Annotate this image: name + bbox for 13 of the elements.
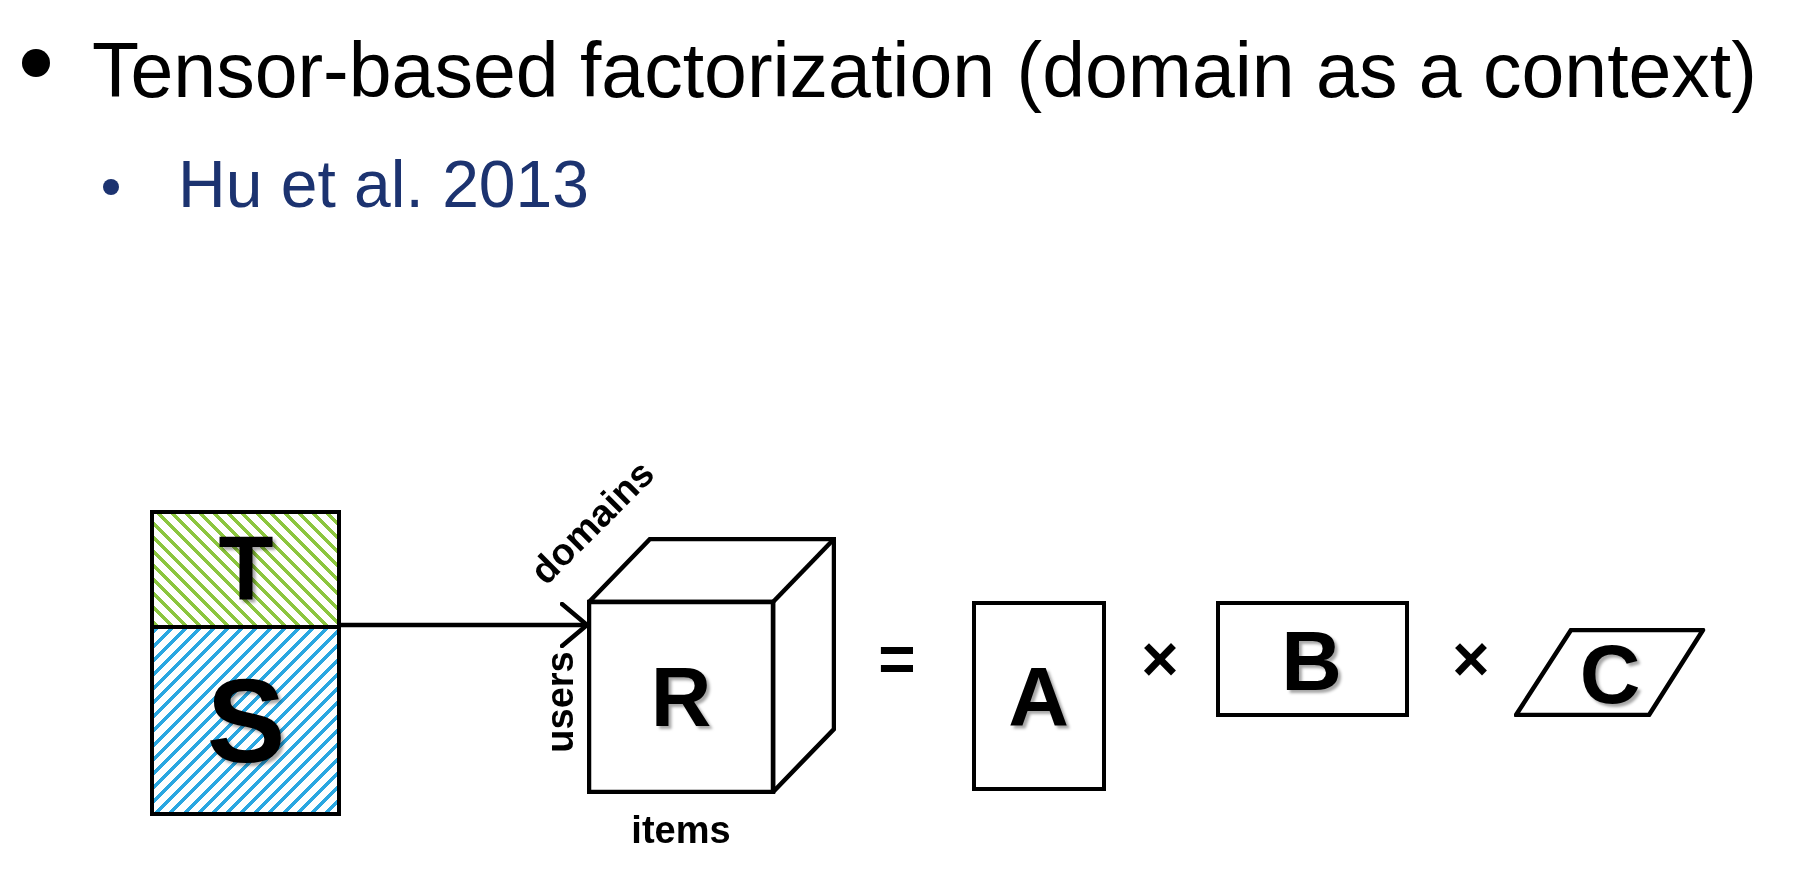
matrix-label: C	[1579, 632, 1641, 716]
factor-matrix	[1216, 601, 1409, 717]
axis-label: users	[541, 651, 579, 753]
tensor-label: R	[650, 655, 712, 739]
axis-label: items	[631, 811, 731, 849]
matrix-label: B	[1281, 618, 1342, 703]
multiplication-sign: ×	[1141, 627, 1179, 691]
arrow	[341, 601, 590, 649]
multiplication-sign: ×	[1452, 627, 1490, 691]
equals-sign: =	[878, 627, 916, 691]
factor-matrix	[972, 601, 1106, 791]
citation-text: Hu et al. 2013	[178, 151, 589, 217]
matrix-label: A	[1008, 654, 1069, 739]
